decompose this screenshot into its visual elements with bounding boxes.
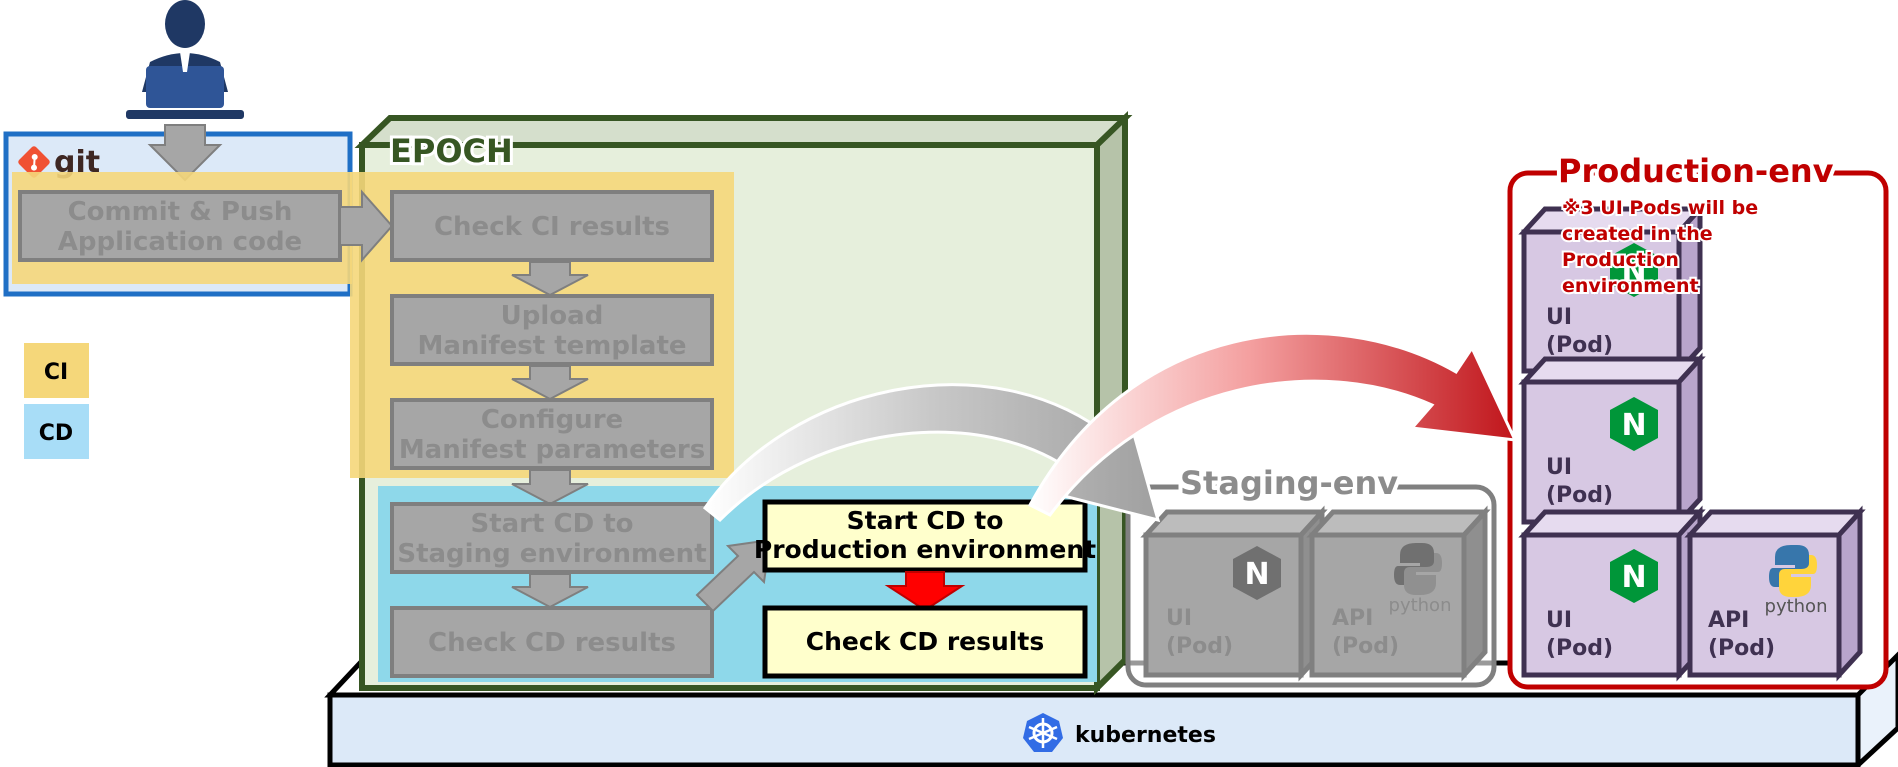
production-ui-pod-top: N UI (Pod) [1518,202,1706,378]
staging-ui-pod-line1: UI [1166,606,1192,631]
step-check-cd-active-label: Check CD results [806,627,1044,656]
user-at-laptop-icon [126,0,244,119]
production-env: Production-env N UI (Pod) N UI (Pod) [1507,148,1889,690]
python-icon [1769,545,1817,597]
production-ui-pod-top-line2: (Pod) [1546,333,1613,358]
staging-env-title: Staging-env [1180,464,1398,502]
arrow-prod-to-checkcd-red [884,571,966,612]
production-note-line2: created in the [1562,223,1713,245]
production-note-line1: ※3 UI Pods will be [1562,197,1758,219]
staging-api-pod: python API (Pod) [1306,505,1491,682]
arrow-curved-to-staging [702,383,1161,523]
nginx-icon: N [1610,549,1658,603]
arrow-curved-to-production [1027,331,1518,517]
step-start-cd-staging: Start CD to Staging environment [390,502,714,574]
step-configure-manifest: Configure Manifest parameters [390,398,714,470]
production-api-pod: python API (Pod) [1684,505,1866,682]
epoch-title: EPOCH [390,132,513,170]
staging-api-pod-line2: (Pod) [1332,634,1399,659]
production-api-pod-line1: API [1708,608,1749,633]
arrow-upload-to-configure [511,365,589,401]
production-ui-pod-middle: N UI (Pod) [1518,352,1706,529]
step-start-cd-staging-line1: Start CD to [470,509,633,539]
arrow-configure-to-staging [511,469,589,506]
step-commit-push-line1: Commit & Push [68,197,293,227]
legend-ci-swatch [24,343,89,398]
staging-ui-pod-line2: (Pod) [1166,634,1233,659]
step-check-ci: Check CI results [390,190,714,262]
step-check-cd-gray: Check CD results [390,606,714,678]
step-start-cd-prod-line1: Start CD to [847,506,1004,535]
step-configure-line2: Manifest parameters [399,435,705,465]
arrow-user-to-commit [147,124,223,182]
step-configure-line1: Configure [481,405,623,435]
legend: CI CD [24,343,89,459]
production-note-line3: Production [1562,249,1679,271]
production-env-title: Production-env [1558,152,1834,190]
step-check-cd-gray-label: Check CD results [428,628,676,658]
production-note: ※3 UI Pods will be created in the Produc… [1560,195,1760,299]
staging-ui-pod: N UI (Pod) [1140,505,1328,682]
step-upload-manifest: Upload Manifest template [390,294,714,366]
svg-text:N: N [1244,557,1269,592]
production-ui-pod-bottom: N UI (Pod) [1518,505,1706,682]
legend-cd-label: CD [39,421,73,446]
svg-text:N: N [1621,560,1646,595]
production-ui-pod-middle-line2: (Pod) [1546,483,1613,508]
staging-api-pod-line1: API [1332,606,1373,631]
staging-python-label: python [1389,595,1452,616]
step-start-cd-prod-line2: Production environment [754,535,1096,564]
step-commit-push: Commit & Push Application code [18,190,342,262]
nginx-icon: N [1610,243,1658,297]
arrow-ci-to-upload [511,261,589,297]
production-api-pod-line2: (Pod) [1708,636,1775,661]
step-upload-line2: Manifest template [417,331,686,361]
staging-env: Staging-env N UI (Pod) python API (Pod) [1125,460,1497,688]
step-upload-line1: Upload [501,301,604,331]
step-start-cd-staging-line2: Staging environment [397,539,706,569]
legend-cd-swatch [24,404,89,459]
nginx-icon: N [1233,546,1281,600]
step-check-cd-active: Check CD results [762,605,1088,679]
production-ui-pod-bottom-line2: (Pod) [1546,636,1613,661]
arrow-staging-to-checkcd [511,573,589,609]
production-ui-pod-middle-line1: UI [1546,455,1572,480]
python-icon [1394,543,1442,595]
production-python-label: python [1765,596,1828,617]
svg-text:N: N [1621,254,1646,289]
arrow-commit-to-ci [339,189,394,263]
legend-ci-label: CI [44,360,68,385]
nginx-icon: N [1610,397,1658,451]
git-logo-icon [18,146,50,178]
step-check-ci-label: Check CI results [434,212,670,242]
step-commit-push-line2: Application code [58,227,302,257]
production-ui-pod-top-line1: UI [1546,305,1572,330]
step-start-cd-production: Start CD to Production environment [754,499,1096,573]
production-ui-pod-bottom-line1: UI [1546,608,1572,633]
kubernetes-label: kubernetes [1075,723,1216,748]
kubernetes-helm-icon [1023,713,1063,752]
svg-text:N: N [1621,408,1646,443]
production-note-line4: environment [1562,275,1699,297]
